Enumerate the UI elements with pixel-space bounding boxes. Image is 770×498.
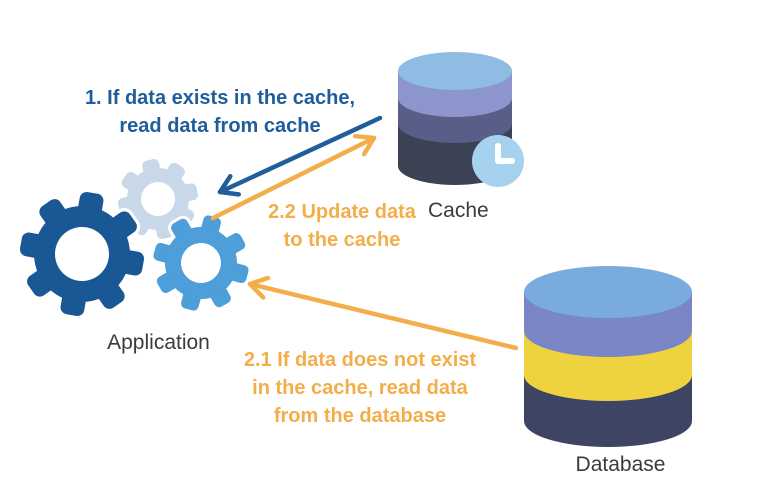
annotation-step1-line1: 1. If data exists in the cache,	[84, 87, 356, 109]
arrow-read-from-database	[247, 275, 519, 351]
annotation-step2-2: 2.2 Update data to the cache	[244, 198, 440, 254]
annotation-step2-1-line1: 2.1 If data does not exist	[243, 349, 477, 371]
annotation-step2-2-line2: to the cache	[283, 229, 401, 251]
cache-cylinder-icon	[398, 52, 524, 187]
application-label: Application	[107, 331, 210, 354]
database-cylinder-icon	[524, 266, 692, 447]
annotation-step2-2-line1: 2.2 Update data	[268, 201, 416, 223]
gear-medium-icon	[150, 212, 252, 314]
annotation-step2-1-line3: from the database	[273, 405, 447, 427]
gears-icon	[16, 159, 252, 320]
arrow-update-cache	[210, 133, 377, 221]
annotation-step1: 1. If data exists in the cache, read dat…	[55, 84, 385, 140]
annotation-step1-line2: read data from cache	[119, 115, 321, 137]
database-label: Database	[575, 453, 666, 476]
clock-icon	[472, 135, 524, 187]
cache-label: Cache	[428, 199, 489, 222]
annotation-step2-1: 2.1 If data does not exist in the cache,…	[225, 346, 495, 430]
annotation-step2-1-line2: in the cache, read data	[252, 377, 468, 399]
gear-dark-icon	[16, 188, 148, 320]
arrow-read-from-cache	[217, 115, 383, 197]
